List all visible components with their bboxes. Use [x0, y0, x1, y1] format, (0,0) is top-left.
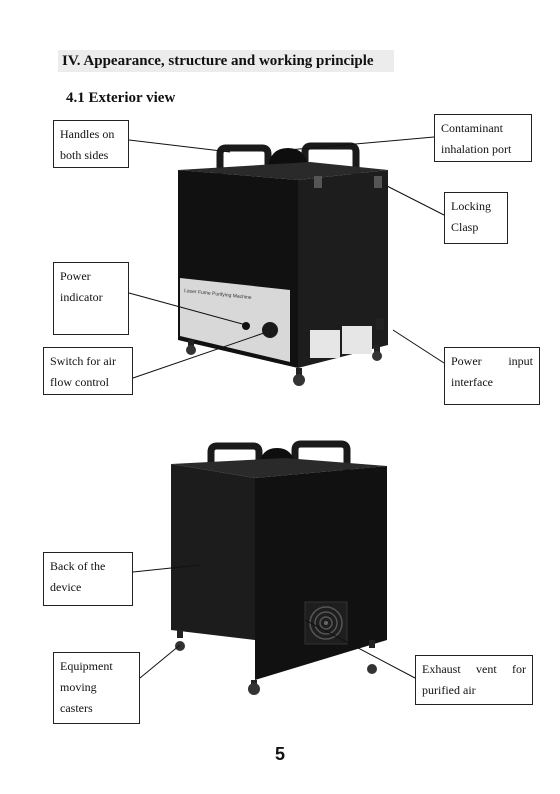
callout-power-input: Power input interface: [444, 347, 540, 405]
callout-airflow-switch: Switch for air flow control: [43, 347, 133, 395]
callout-back-of-device: Back of the device: [43, 552, 133, 606]
section-title: IV. Appearance, structure and working pr…: [58, 50, 394, 72]
airflow-knob: [262, 322, 278, 338]
subsection-title: 4.1 Exterior view: [66, 90, 176, 106]
back-device-image: [171, 440, 387, 695]
page-number: 5: [274, 744, 285, 764]
power-indicator-light: [242, 322, 250, 330]
front-device-image: Laser Fume Purifying Machine: [178, 142, 388, 386]
callout-exhaust-vent: Exhaust vent for purified air: [415, 655, 533, 705]
callout-locking-clasp: Locking Clasp: [444, 192, 508, 244]
callout-power-indicator: Power indicator: [53, 262, 129, 335]
callout-moving-casters: Equipment moving casters: [53, 652, 140, 724]
callout-handles: Handles on both sides: [53, 120, 129, 168]
callout-inhalation-port: Contaminant inhalation port: [434, 114, 532, 162]
exhaust-vent: [304, 601, 348, 645]
